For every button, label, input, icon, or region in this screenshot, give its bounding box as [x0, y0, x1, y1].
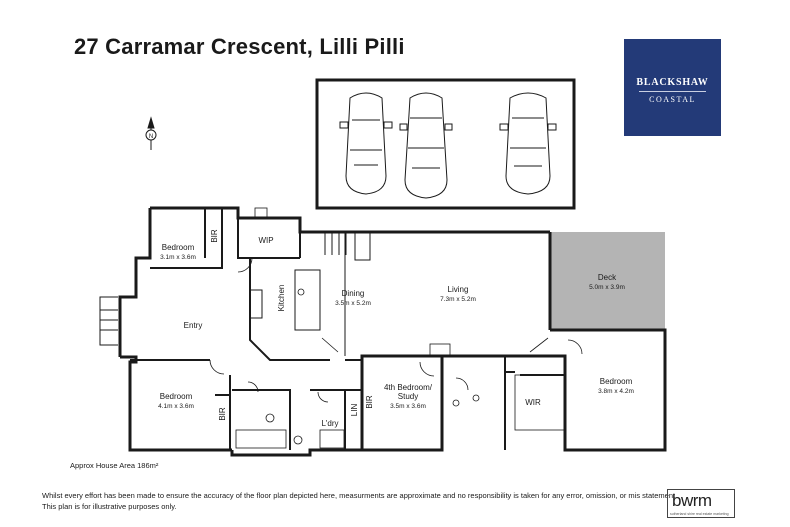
agency-sub: COASTAL [649, 95, 696, 104]
room-size: 5.0m x 3.9m [589, 284, 625, 291]
room-size: 3.5m x 3.6m [390, 403, 426, 410]
basin-icon [472, 394, 480, 402]
room-name: BIR [210, 229, 219, 243]
room-name: LIN [350, 404, 359, 417]
disclaimer: Whilst every effort has been made to ens… [42, 490, 682, 512]
wir-shelving [514, 374, 566, 431]
room-name: Deck [598, 273, 617, 282]
wall-hatch [99, 231, 371, 346]
toilet-icon [293, 435, 303, 445]
area-note: Approx House Area 186m² [70, 461, 159, 470]
toilet-icon [452, 399, 460, 407]
north-compass-icon: N [145, 116, 157, 150]
room-name: Bedroom [162, 243, 195, 252]
room-name: BIR [365, 395, 374, 409]
fixtures [235, 207, 566, 449]
room-name: 4th Bedroom/ [384, 383, 433, 392]
disclaimer-line: Whilst every effort has been made to ens… [42, 491, 678, 500]
cooktop-icon [297, 288, 305, 296]
disclaimer-line: This plan is for illustrative purposes o… [42, 502, 177, 511]
agency-name: BLACKSHAW [636, 77, 709, 88]
room-name: L'dry [321, 419, 338, 428]
doors [209, 257, 583, 403]
room-name: WIR [525, 398, 541, 407]
garage [315, 78, 576, 210]
bwrm-logo-text: bwrm [672, 491, 712, 510]
sink-icon [254, 207, 268, 219]
room-size: 3.8m x 4.2m [598, 388, 634, 395]
bath-icon [235, 429, 287, 449]
car-icon [499, 92, 557, 195]
bwrm-logo: bwrm sutherland shire real estate market… [667, 489, 735, 518]
fireplace-icon [429, 343, 451, 357]
car-icon [399, 92, 453, 199]
room-size: 7.3m x 5.2m [440, 296, 476, 303]
room-name: Kitchen [277, 285, 286, 312]
logo-rule [639, 91, 706, 92]
room-name: Bedroom [600, 377, 633, 386]
basin-icon [265, 413, 275, 423]
compass-letter: N [149, 134, 153, 140]
bwrm-tagline: sutherland shire real estate marketing [670, 512, 729, 516]
laundry-tub-icon [319, 429, 345, 449]
room-name: Dining [342, 289, 365, 298]
room-name: Entry [184, 321, 203, 330]
room-name: WIP [258, 236, 273, 245]
room-name: Bedroom [160, 392, 193, 401]
agency-logo: BLACKSHAW COASTAL [624, 39, 721, 136]
room-name: BIR [218, 407, 227, 421]
room-size: 4.1m x 3.6m [158, 403, 194, 410]
property-title: 27 Carramar Crescent, Lilli Pilli [74, 34, 405, 59]
car-icon [339, 92, 393, 195]
room-name: Living [448, 285, 469, 294]
deck-area [550, 232, 665, 330]
room-name: Study [398, 392, 418, 401]
room-labels: Bedroom 3.1m x 3.6m BIR WIP Kitchen Dini… [158, 229, 634, 428]
room-size: 3.1m x 3.6m [160, 254, 196, 261]
room-size: 3.5m x 5.2m [335, 300, 371, 307]
